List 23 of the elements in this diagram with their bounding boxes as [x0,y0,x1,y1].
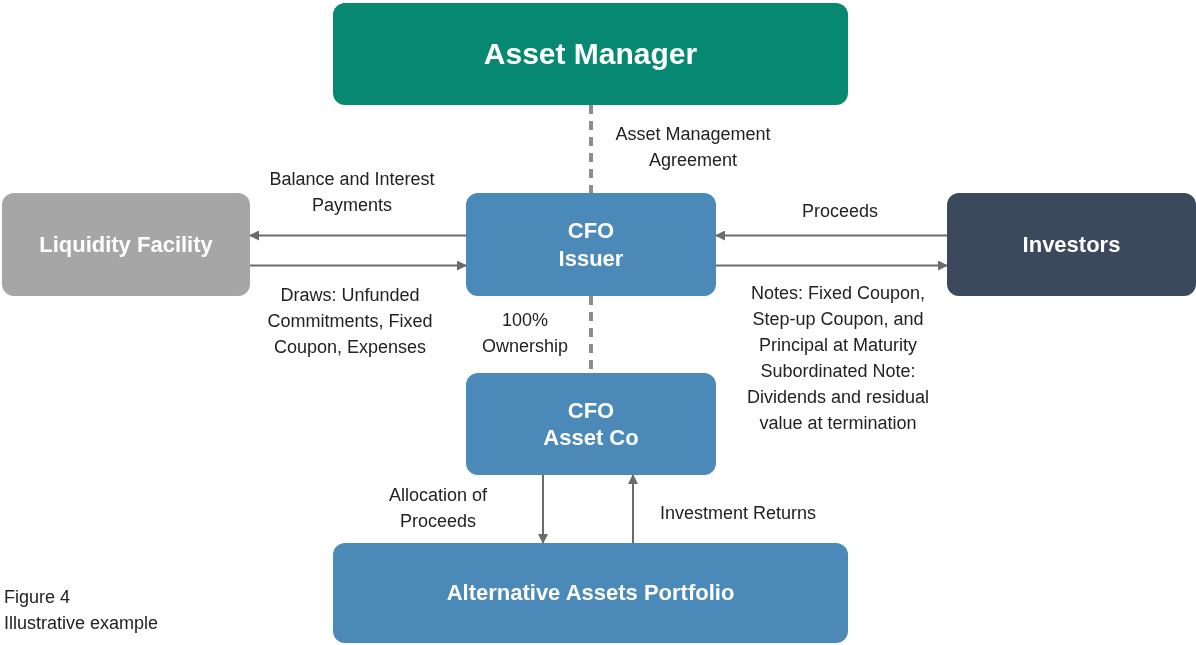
edge-label: 100% Ownership [480,309,569,358]
edge-label: Asset Management Agreement [614,123,772,172]
entity-box: CFO Asset Co [466,373,716,475]
arrow [628,474,638,544]
entity-box: Asset Manager [333,3,848,105]
entity-box: Investors [947,193,1196,296]
arrow [249,260,467,271]
entity-box: CFO Issuer [466,193,716,296]
edge-label: Investment Returns [660,502,818,525]
entity-box: Liquidity Facility [2,193,250,296]
edge-label: Allocation of Proceeds [387,484,489,533]
edge-label: Proceeds [800,200,879,223]
arrow [715,230,948,241]
arrow [715,260,948,271]
edge-label: Balance and Interest Payments [268,168,436,217]
arrow [249,230,467,241]
figure-caption: Figure 4 [4,586,71,609]
dashed-connector [589,105,593,193]
edge-label: Draws: Unfunded Commitments, Fixed Coupon, Expenses [266,284,434,359]
figure-caption: Illustrative example [4,612,159,635]
entity-box: Alternative Assets Portfolio [333,543,848,643]
arrow [538,474,548,544]
edge-label: Notes: Fixed Coupon, Step-up Coupon, and Principal at Maturity Subordinated Note: Dividends and residual value at termination [745,282,931,435]
